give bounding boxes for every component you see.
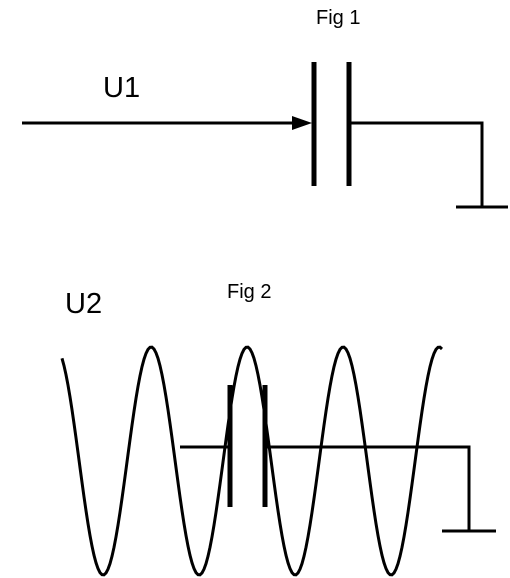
fig-1-ground-wire [349, 121, 484, 207]
fig-2-title: Fig 2 [227, 281, 271, 303]
fig-2-ground-wire [265, 445, 471, 531]
u2-sine-wave [60, 345, 444, 577]
u2-label: U2 [65, 288, 102, 320]
u1-arrow-head [292, 116, 312, 130]
u1-label: U1 [103, 72, 140, 104]
fig-1-title: Fig 1 [316, 7, 360, 29]
figure-2: Fig 2 U2 [60, 281, 496, 577]
figure-1: Fig 1 U1 [22, 7, 508, 209]
